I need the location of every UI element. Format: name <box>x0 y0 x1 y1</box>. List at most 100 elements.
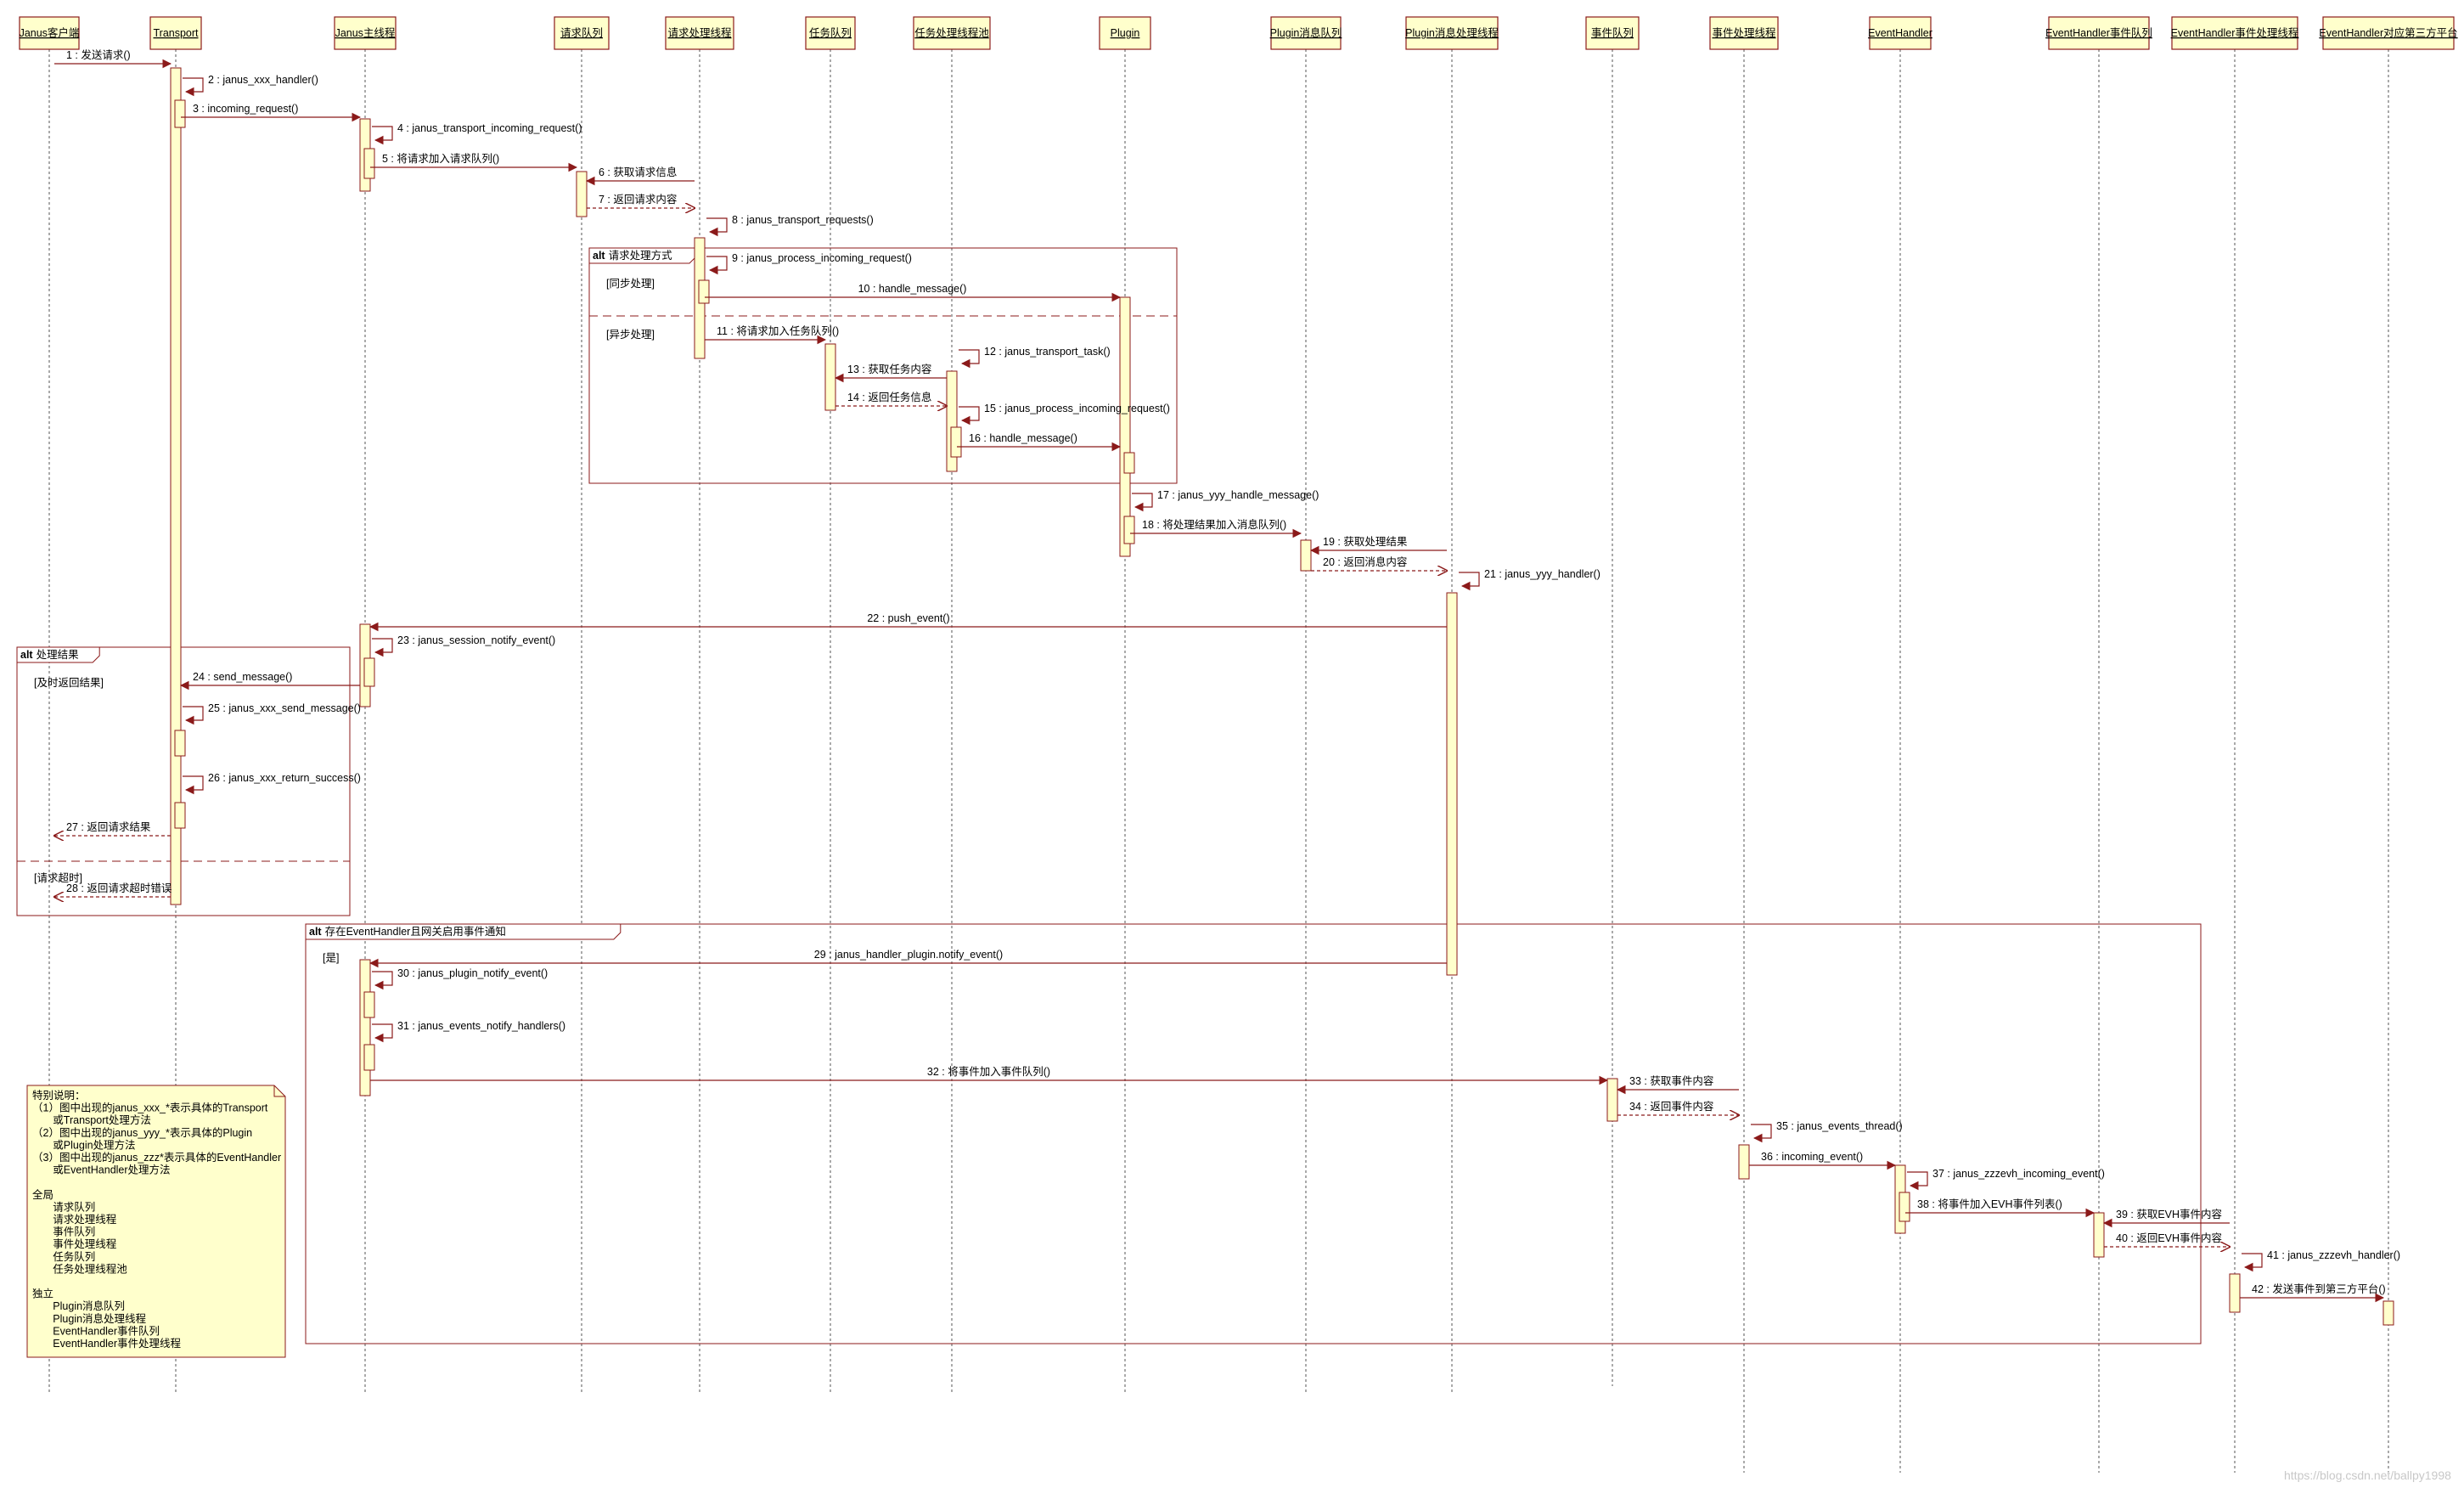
participant-eh: EventHandler <box>1868 16 1932 50</box>
message-36: 36 : incoming_event() <box>1749 1151 1897 1170</box>
message-arrow <box>183 775 204 795</box>
frame-title: alt 请求处理方式 <box>593 249 672 262</box>
message-label: 37 : janus_zzzevh_incoming_event() <box>1932 1168 2105 1180</box>
activation-bar <box>363 1044 375 1071</box>
frame-guard: [是] <box>323 952 339 964</box>
note-line: （2）图中出现的janus_yyy_*表示具体的Plugin <box>32 1126 252 1139</box>
message-arrow <box>1132 493 1153 512</box>
message-4: 4 : janus_transport_incoming_request() <box>372 122 582 145</box>
note-line: 或EventHandler处理方法 <box>32 1164 171 1176</box>
message-7: 7 : 返回请求内容 <box>587 193 695 208</box>
message-2: 2 : janus_xxx_handler() <box>183 74 318 97</box>
message-18: 18 : 将处理结果加入消息队列() <box>1130 518 1302 538</box>
message-label: 40 : 返回EVH事件内容 <box>2116 1232 2222 1244</box>
message-30: 30 : janus_plugin_notify_event() <box>372 967 548 990</box>
message-27: 27 : 返回请求结果 <box>54 821 171 836</box>
activation-bar <box>170 67 182 905</box>
message-33: 33 : 获取事件内容 <box>1616 1074 1739 1095</box>
activation-bar <box>1123 516 1135 544</box>
message-label: 5 : 将请求加入请求队列() <box>382 152 499 165</box>
message-label: 42 : 发送事件到第三方平台() <box>2252 1282 2386 1295</box>
participant-reqq: 请求队列 <box>554 16 610 50</box>
frame-keyword: alt <box>593 250 605 262</box>
note-line: （1）图中出现的janus_xxx_*表示具体的Transport <box>32 1102 268 1114</box>
activation-bar <box>576 171 588 217</box>
message-label: 23 : janus_session_notify_event() <box>397 634 555 646</box>
frame-guard: [请求超时] <box>34 871 82 884</box>
participant-label: Janus客户端 <box>20 26 80 39</box>
message-26: 26 : janus_xxx_return_success() <box>183 772 361 795</box>
activation-bars <box>170 67 2394 1326</box>
message-9: 9 : janus_process_incoming_request() <box>706 252 912 275</box>
message-3: 3 : incoming_request() <box>181 103 362 122</box>
message-label: 24 : send_message() <box>193 671 292 683</box>
message-23: 23 : janus_session_notify_event() <box>372 634 555 657</box>
message-label: 10 : handle_message() <box>858 283 967 295</box>
participant-label: Plugin消息处理线程 <box>1405 26 1499 39</box>
activation-bar <box>698 279 710 304</box>
message-label: 13 : 获取任务内容 <box>847 363 931 375</box>
message-19: 19 : 获取处理结果 <box>1309 536 1447 555</box>
note-line: 事件处理线程 <box>32 1237 117 1250</box>
message-label: 7 : 返回请求内容 <box>599 193 677 206</box>
message-arrow <box>959 349 980 369</box>
note-line: EventHandler事件队列 <box>32 1324 160 1337</box>
frame-tab <box>305 923 622 940</box>
activation-bar <box>363 657 375 687</box>
message-label: 32 : 将事件加入事件队列() <box>927 1065 1050 1078</box>
message-arrow <box>959 406 980 426</box>
message-15: 15 : janus_process_incoming_request() <box>959 403 1170 426</box>
message-arrow <box>706 217 728 237</box>
message-40: 40 : 返回EVH事件内容 <box>2104 1232 2230 1247</box>
activation-bar <box>174 730 186 757</box>
participant-label: EventHandler事件队列 <box>2045 26 2152 39</box>
note-fold-icon <box>273 1085 285 1097</box>
participant-label: 事件队列 <box>1591 26 1634 39</box>
message-21: 21 : janus_yyy_handler() <box>1459 568 1600 591</box>
message-label: 34 : 返回事件内容 <box>1629 1100 1713 1113</box>
activation-bar <box>1119 296 1131 557</box>
lifelines <box>48 49 2389 1473</box>
participant-box <box>1270 16 1342 50</box>
participant-box <box>1099 16 1151 50</box>
participant-taskq: 任务队列 <box>805 16 856 50</box>
frame-title-text: 请求处理方式 <box>609 249 673 262</box>
activation-bar <box>363 148 375 179</box>
note-line: （3）图中出现的janus_zzz*表示具体的EventHandler <box>32 1151 281 1164</box>
legend-note: 特别说明：（1）图中出现的janus_xxx_*表示具体的Transport 或… <box>26 1085 286 1358</box>
message-arrow <box>372 1023 393 1043</box>
participant-taskt: 任务处理线程池 <box>913 16 991 50</box>
message-label: 15 : janus_process_incoming_request() <box>984 403 1170 414</box>
participant-label: 请求队列 <box>560 26 603 39</box>
message-label: 27 : 返回请求结果 <box>66 821 151 833</box>
frame-tab <box>16 646 100 663</box>
message-label: 16 : handle_message() <box>969 432 1077 444</box>
participant-box <box>2322 16 2455 50</box>
message-14: 14 : 返回任务信息 <box>835 391 947 406</box>
participant-transport: Transport <box>149 16 202 50</box>
participant-box <box>665 16 734 50</box>
note-line: 事件队列 <box>32 1226 95 1238</box>
frame-border <box>16 646 351 916</box>
message-28: 28 : 返回请求超时错误 <box>54 882 172 897</box>
frame-title-text: 处理结果 <box>37 649 80 661</box>
message-label: 11 : 将请求加入任务队列() <box>717 324 839 337</box>
participant-pmq: Plugin消息队列 <box>1270 16 1342 50</box>
message-5: 5 : 将请求加入请求队列() <box>370 152 578 172</box>
participant-box <box>554 16 610 50</box>
note-line: 或Transport处理方法 <box>32 1113 151 1126</box>
participant-box <box>149 16 202 50</box>
message-1: 1 : 发送请求() <box>54 48 172 69</box>
message-label: 30 : janus_plugin_notify_event() <box>397 967 548 979</box>
note-line: 特别说明： <box>32 1089 86 1102</box>
message-label: 39 : 获取EVH事件内容 <box>2116 1208 2222 1220</box>
message-arrow <box>2242 1253 2263 1272</box>
participant-box <box>913 16 991 50</box>
message-label: 3 : incoming_request() <box>193 103 298 115</box>
message-22: 22 : push_event() <box>368 612 1447 632</box>
participant-label: Plugin消息队列 <box>1270 26 1342 39</box>
